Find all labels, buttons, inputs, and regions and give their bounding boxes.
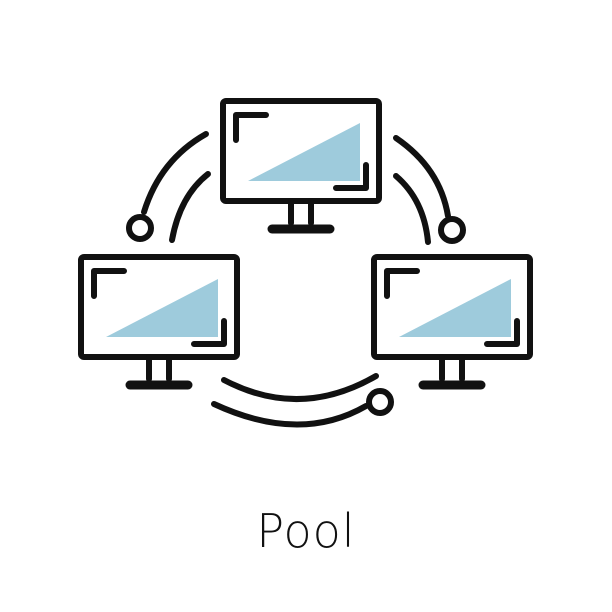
bottom-outer-arc [211,401,369,428]
right-monitor-icon [371,254,533,390]
left-outer-arc [141,131,209,215]
top-monitor-icon [220,98,382,234]
right-monitor-frame [371,254,533,360]
left-monitor-icon [78,254,240,390]
right-outer-arc [393,135,451,219]
top-monitor-bezel-corner [233,112,269,143]
right-monitor-bezel-corner [484,318,520,347]
right-inner-arc [393,173,431,245]
right-monitor-screen-glare [399,279,511,337]
left-monitor-frame [78,254,240,360]
bottom-connection-node-icon [366,388,394,416]
left-monitor-bezel-corner [191,318,227,347]
bottom-inner-arc [221,373,379,403]
left-inner-arc [169,171,211,243]
left-connection-arc [126,131,211,243]
top-monitor-frame [220,98,382,204]
left-connection-node-icon [126,214,154,242]
top-monitor-bezel-corner [333,162,369,191]
icon-caption: Pool [256,504,356,558]
left-monitor-bezel-corner [91,268,127,299]
right-connection-node-icon [438,216,466,244]
right-monitor-bezel-corner [384,268,420,299]
bottom-connection-arc [211,373,394,428]
left-monitor-screen-glare [106,279,218,337]
top-monitor-screen-glare [248,123,360,181]
right-connection-arc [393,135,466,245]
